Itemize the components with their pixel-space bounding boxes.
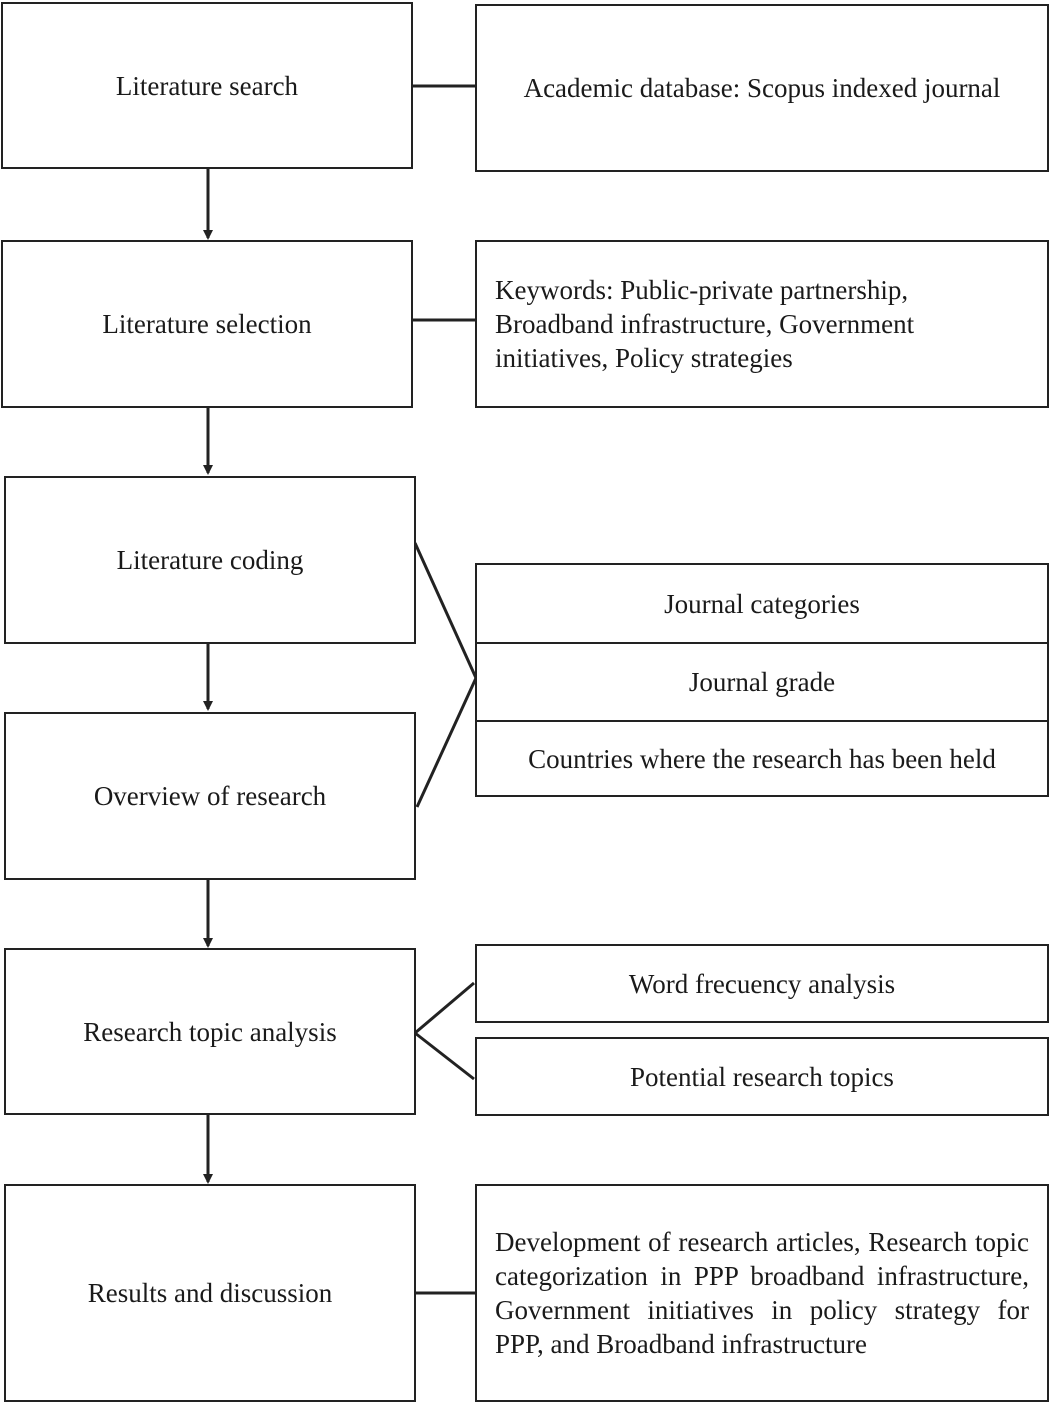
coding-item-journal-grade: Journal grade bbox=[477, 642, 1047, 720]
detail-database: Academic database: Scopus indexed journa… bbox=[475, 4, 1049, 172]
step-results-and-discussion-label: Results and discussion bbox=[87, 1278, 333, 1308]
connector-topic-potential bbox=[414, 1031, 475, 1081]
topic-item-word-frequency: Word frecuency analysis bbox=[475, 944, 1049, 1023]
topic-item-potential-research: Potential research topics bbox=[475, 1037, 1049, 1116]
step-literature-search-label: Literature search bbox=[115, 70, 299, 101]
topic-item-word-frequency-text: Word frecuency analysis bbox=[628, 968, 896, 999]
step-literature-coding: Literature coding bbox=[4, 476, 416, 644]
step-overview-of-research: Overview of research bbox=[4, 712, 416, 880]
coding-item-label: Journal grade bbox=[688, 667, 836, 697]
coding-items-table: Journal categories Journal grade Countri… bbox=[475, 563, 1049, 797]
step-literature-selection-label: Literature selection bbox=[102, 309, 312, 339]
connector-coding-items bbox=[413, 542, 478, 679]
connector-topic-word-frequency bbox=[414, 981, 475, 1035]
step-literature-selection: Literature selection bbox=[1, 240, 413, 408]
step-research-topic-analysis: Research topic analysis bbox=[4, 948, 416, 1115]
detail-results-text: Development of research articles, Resear… bbox=[495, 1227, 1029, 1359]
step-overview-of-research-label: Overview of research bbox=[93, 781, 327, 811]
detail-keywords-text: Keywords: Public-private partnership, Br… bbox=[495, 275, 915, 373]
step-results-and-discussion: Results and discussion bbox=[4, 1184, 416, 1402]
coding-item-countries: Countries where the research has been he… bbox=[477, 720, 1047, 795]
coding-item-label: Journal categories bbox=[664, 588, 860, 619]
step-literature-search: Literature search bbox=[1, 2, 413, 169]
topic-item-potential-research-text: Potential research topics bbox=[630, 1061, 894, 1092]
coding-item-label: Countries where the research has been he… bbox=[528, 743, 996, 774]
coding-item-journal-categories: Journal categories bbox=[477, 565, 1047, 642]
detail-database-text: Academic database: Scopus indexed journa… bbox=[523, 73, 1001, 103]
detail-keywords: Keywords: Public-private partnership, Br… bbox=[475, 240, 1049, 408]
step-literature-coding-label: Literature coding bbox=[116, 545, 304, 575]
step-research-topic-analysis-label: Research topic analysis bbox=[83, 1016, 337, 1047]
connector-overview-items bbox=[415, 677, 478, 808]
detail-results: Development of research articles, Resear… bbox=[475, 1184, 1049, 1402]
